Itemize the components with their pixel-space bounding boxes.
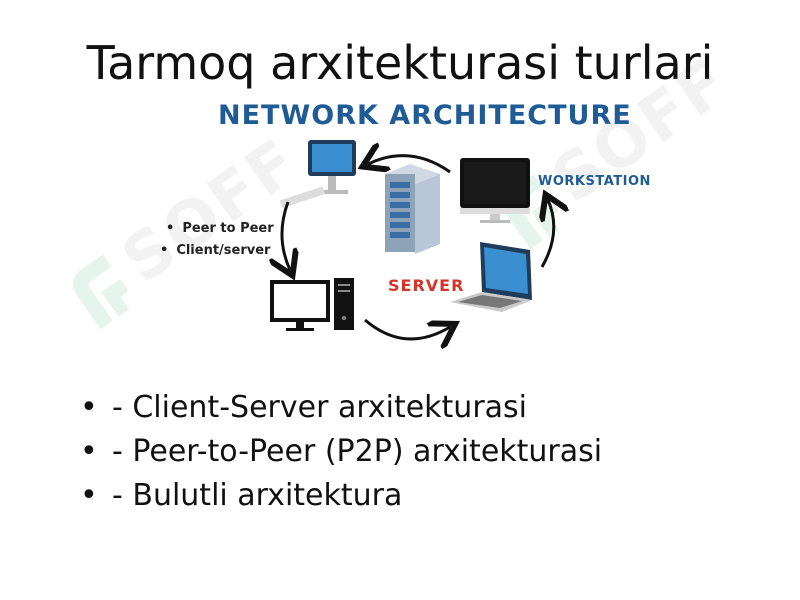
- desktop-computer-icon: [279, 140, 356, 208]
- laptop-icon: [450, 242, 532, 312]
- bullet-item: - Peer-to-Peer (P2P) arxitekturasi: [80, 432, 720, 472]
- network-type-item: Peer to Peer: [160, 218, 273, 240]
- cycle-arrow-icon: [282, 156, 554, 339]
- bullet-item: - Client-Server arxitekturasi: [80, 388, 720, 428]
- watermark-logo-icon: [72, 254, 130, 330]
- diagram-title: NETWORK ARCHITECTURE: [218, 100, 632, 131]
- workstation-label: WORKSTATION: [538, 174, 651, 189]
- network-diagram: [150, 140, 670, 357]
- server-rack-icon: [385, 164, 440, 254]
- pc-tower-icon: [270, 278, 354, 331]
- workstation-monitor-icon: [460, 158, 530, 223]
- network-type-item: Client/server: [160, 240, 274, 262]
- server-label: SERVER: [388, 276, 465, 295]
- network-types-list: Peer to Peer Client/server: [160, 218, 274, 262]
- watermark-left: SOFF: [52, 125, 313, 347]
- slide-title: Tarmoq arxitekturasi turlari: [86, 36, 714, 90]
- bullet-item: - Bulutli arxitektura: [80, 476, 720, 516]
- architecture-types-list: - Client-Server arxitekturasi - Peer-to-…: [80, 388, 720, 520]
